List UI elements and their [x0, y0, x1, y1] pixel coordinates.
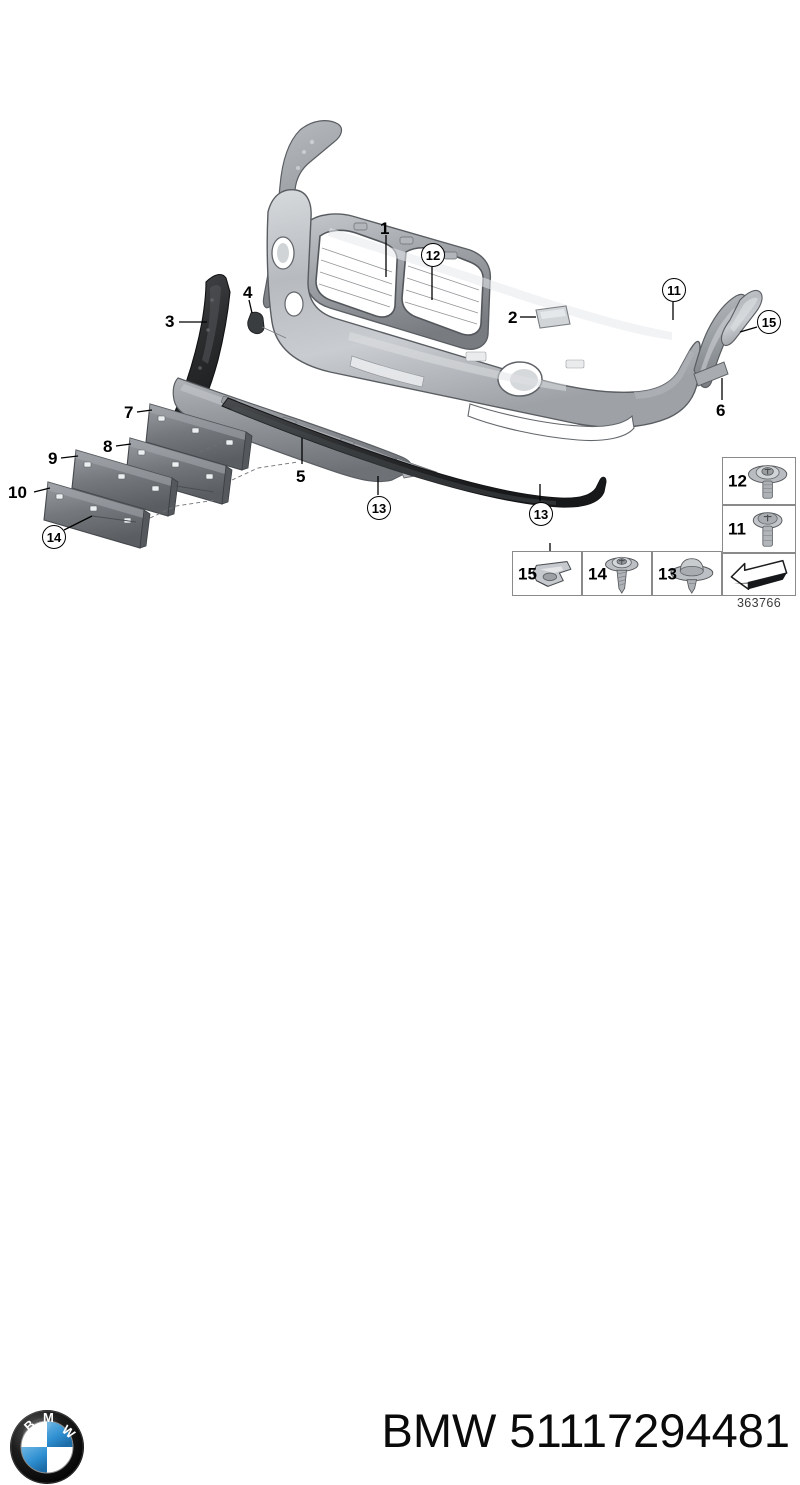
legend-cell-12: 12: [722, 457, 796, 505]
callout-4: 4: [243, 283, 253, 302]
part-corner-clip-15: [720, 289, 763, 347]
push-rivet-clip-icon: [670, 558, 714, 594]
footer-bar: B M W BMW 51117294481: [0, 690, 800, 1484]
part-small-bracket: [247, 311, 287, 339]
callout-7: 7: [124, 403, 134, 422]
callout-6: 6: [716, 401, 726, 420]
screw-washer-head-icon: [747, 465, 788, 499]
direction-arrow-icon: [730, 559, 788, 591]
legend-cell-13: 13: [652, 551, 722, 596]
part-main-bumper-cover: [266, 189, 701, 442]
diagram-artwork: [33, 120, 763, 565]
screw-round-head-icon: [752, 512, 783, 547]
callout-15-bracket: 15: [757, 310, 781, 334]
legend-label-12: 12: [728, 471, 747, 491]
part-mounting-plate-7: [145, 403, 253, 471]
legend-cell-direction-arrow: [722, 553, 796, 596]
part-under-spoiler-strip: [221, 397, 607, 508]
callout-10: 10: [8, 483, 27, 502]
legend-cell-15: 15: [512, 551, 582, 596]
footer-part-number: BMW 51117294481: [381, 1404, 790, 1457]
self-tapping-screw-icon: [605, 556, 639, 594]
callout-13-lip: 13: [367, 496, 391, 520]
legend-label-14: 14: [588, 564, 607, 583]
callout-12-grille: 12: [421, 243, 445, 267]
callout-9: 9: [48, 449, 58, 468]
callout-13-strip: 13: [529, 502, 553, 526]
callout-11-bumper: 11: [662, 278, 686, 302]
callout-3: 3: [165, 312, 175, 331]
part-mounting-plate-9: [71, 449, 179, 517]
callout-14-plate: 14: [42, 525, 66, 549]
part-grille-frame: [305, 213, 492, 350]
callout-2: 2: [508, 308, 518, 327]
metal-clip-icon: [532, 561, 572, 587]
legend-label-11: 11: [728, 519, 746, 539]
legend-label-15: 15: [518, 564, 537, 583]
part-mounting-plate-8: [125, 437, 233, 505]
callout-leader-lines: [33, 235, 758, 565]
part-tow-hook-cover: [535, 305, 571, 329]
callout-5: 5: [296, 467, 306, 486]
legend-cell-11: 11: [722, 505, 796, 553]
drawing-reference-number: 363766: [736, 596, 782, 610]
legend-label-13: 13: [658, 564, 677, 583]
exploded-diagram: 1 12 2 11 15 6 3 4 7 8 9 10 14 5 13 13 1…: [0, 0, 800, 690]
callout-1: 1: [380, 219, 390, 238]
callout-8: 8: [103, 437, 113, 456]
legend-cell-14: 14: [582, 551, 652, 596]
